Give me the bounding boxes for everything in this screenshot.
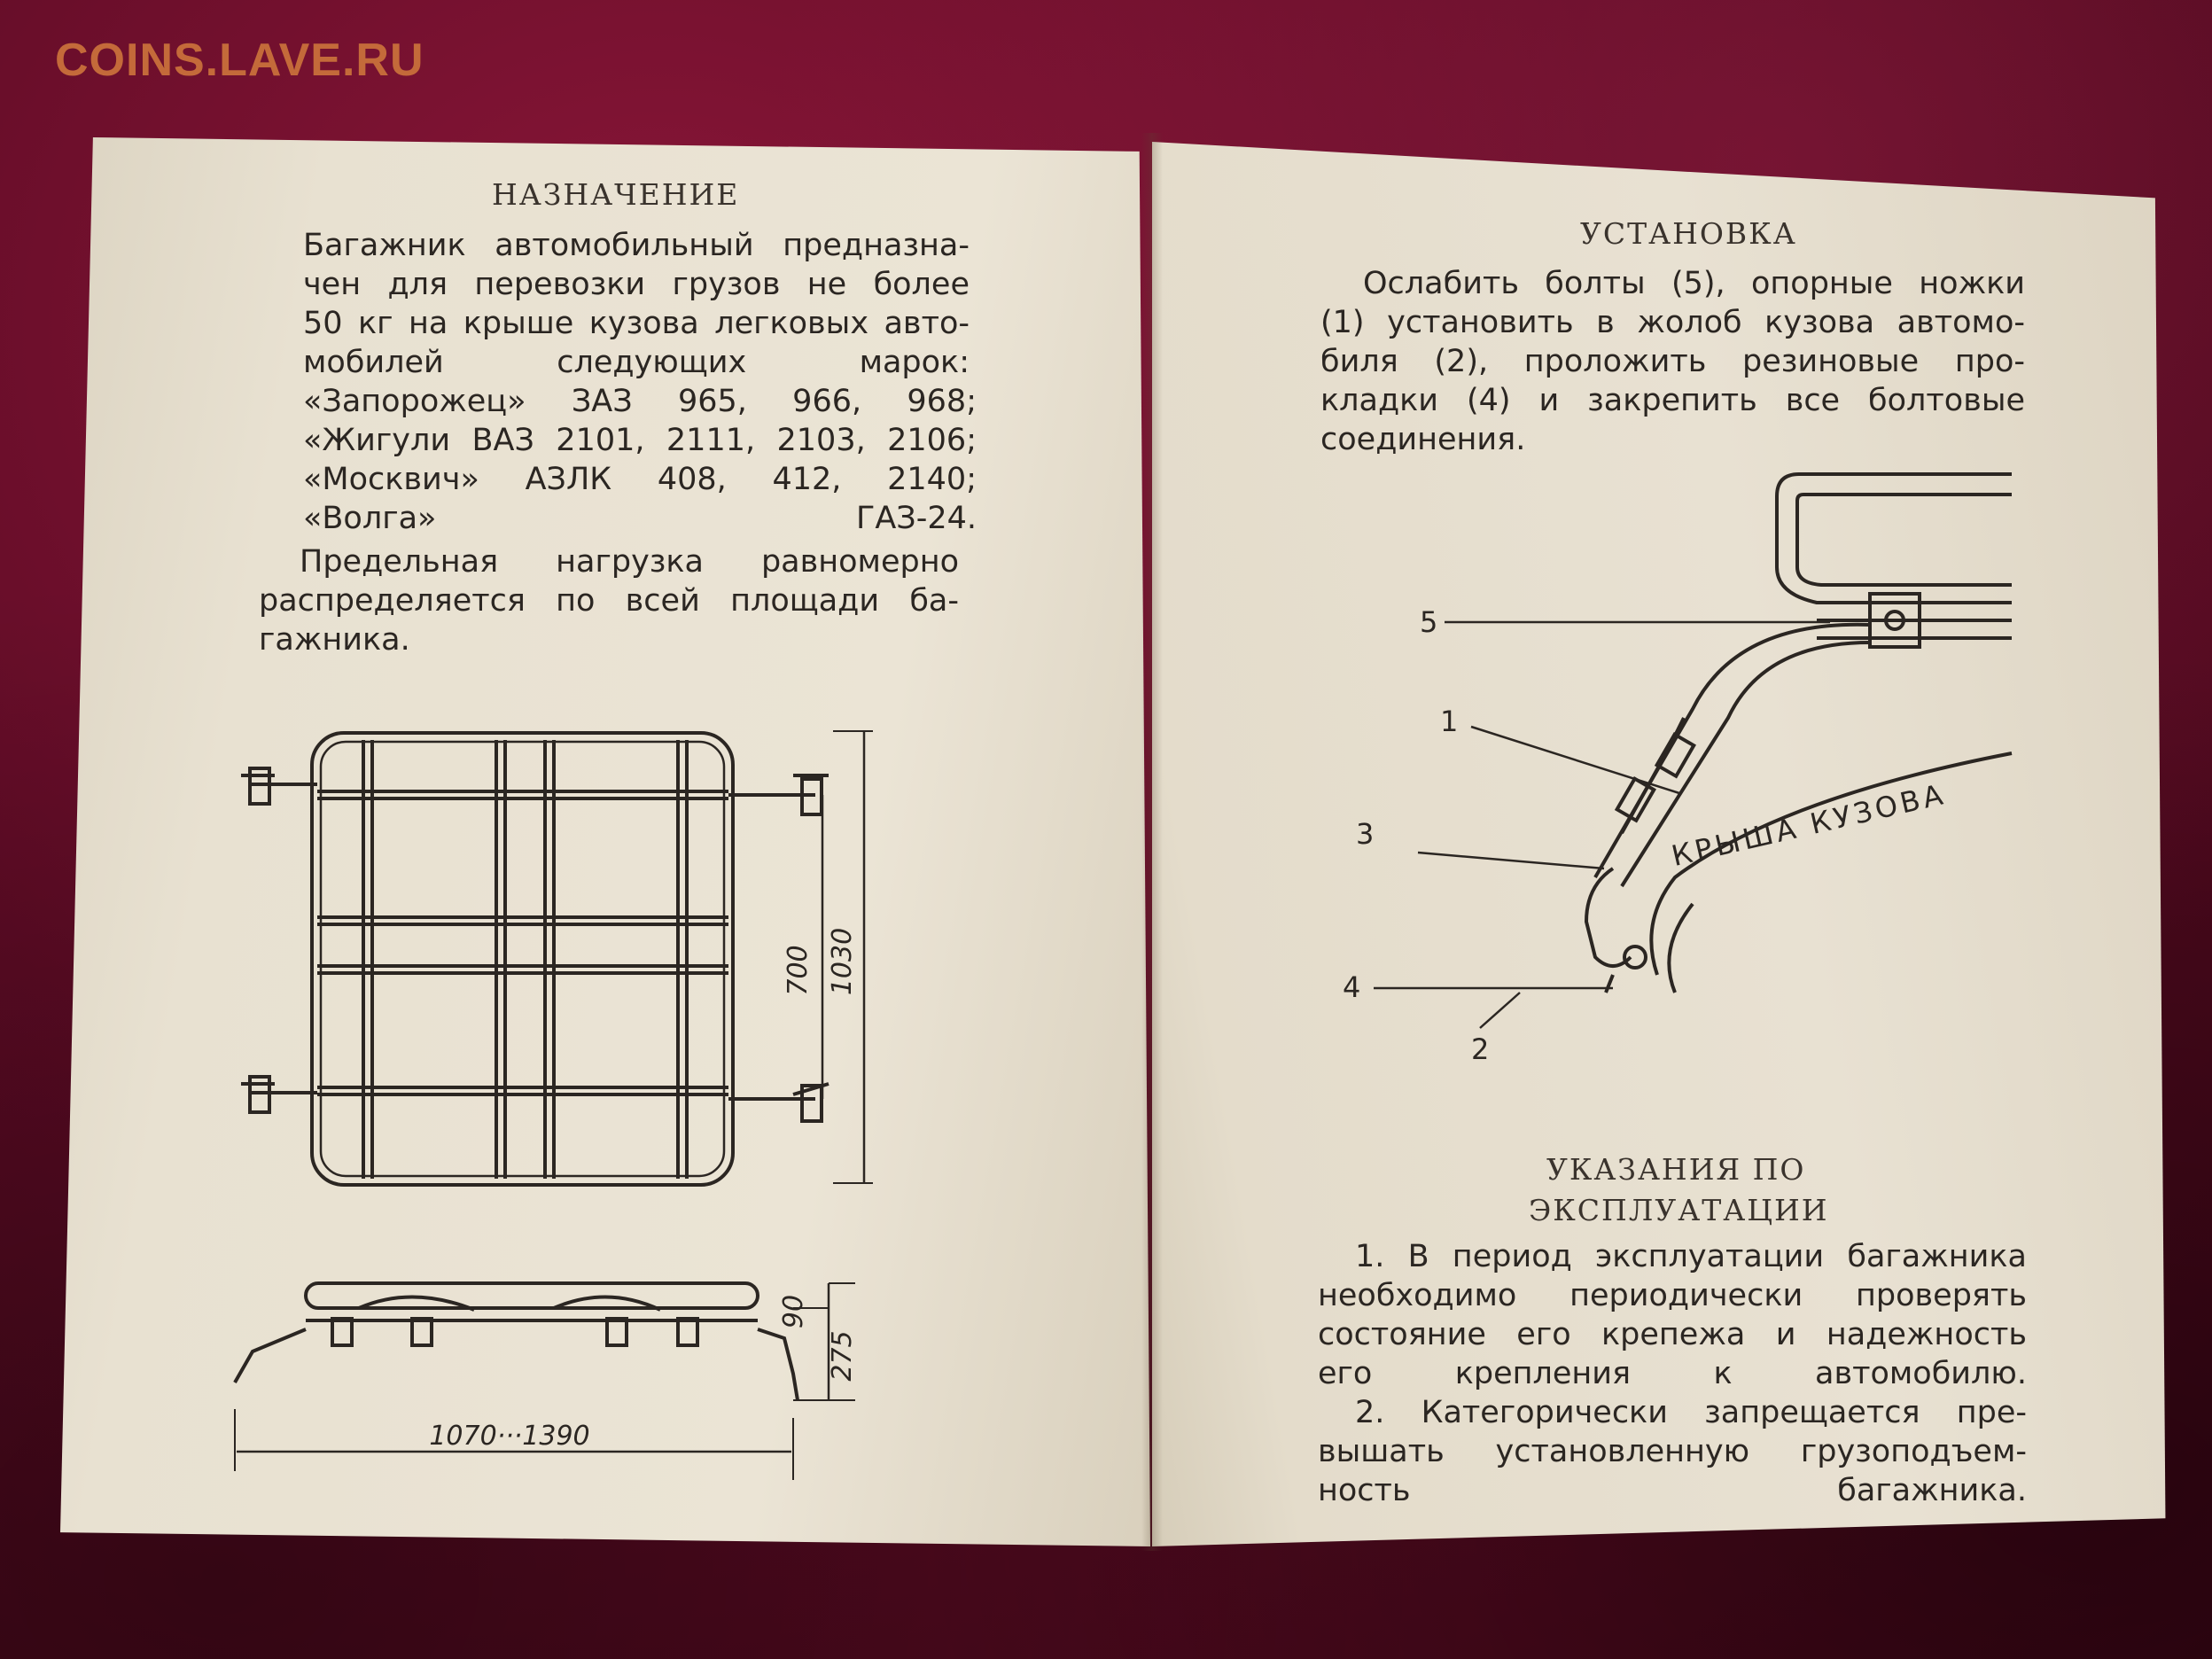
models-list: «Запорожец» ЗАЗ 965, 966, 968; «Жигули В… [303, 382, 977, 538]
heading-usage-1: УКАЗАНИЯ ПО [1546, 1152, 1806, 1187]
dim-275: 275 [827, 1330, 858, 1381]
callout-2: 2 [1471, 1032, 1489, 1066]
model-item: «Запорожец» ЗАЗ 965, 966, 968; [303, 384, 977, 419]
usage-line: его крепления к автомобилю. [1318, 1356, 2027, 1391]
purpose-line: мобилей следующих марок: [303, 345, 970, 380]
heading-installation: УСТАНОВКА [1580, 216, 1797, 251]
usage-line: необходимо периодически проверять [1318, 1278, 2027, 1313]
heading-purpose: НАЗНАЧЕНИЕ [492, 177, 740, 212]
install-line: кладки (4) и закрепить все болтовые [1320, 383, 2025, 418]
usage-line: 2. Категорически запрещается пре- [1355, 1395, 2027, 1430]
usage-line: 1. В период эксплуатации багажника [1355, 1239, 2027, 1274]
purpose-line: Багажник автомобильный предназна- [303, 228, 970, 263]
callout-1: 1 [1440, 705, 1458, 738]
rack-top-view-drawing: 700 1030 [241, 730, 873, 1187]
model-item: «Москвич» АЗЛК 408, 412, 2140; [303, 462, 977, 497]
load-line: распределяется по всей площади ба- [259, 583, 959, 619]
callout-4: 4 [1343, 970, 1360, 1004]
heading-usage-2: ЭКСПЛУАТАЦИИ [1529, 1193, 1829, 1227]
left-page [60, 137, 1150, 1546]
load-line: Предельная нагрузка равномерно [300, 544, 959, 580]
usage-paragraph: 1. В период эксплуатации багажника необх… [1318, 1237, 2027, 1510]
purpose-line: 50 кг на крыше кузова легковых авто- [303, 306, 970, 341]
usage-line: состояние его крепежа и надежность [1318, 1317, 2027, 1352]
installation-paragraph: Ослабить болты (5), опорные ножки (1) ус… [1320, 264, 2025, 459]
load-line: гажника. [259, 622, 410, 658]
model-item: «Волга» ГАЗ-24. [303, 501, 977, 536]
load-paragraph: Предельная нагрузка равномерно распредел… [259, 542, 959, 659]
purpose-paragraph: Багажник автомобильный предназна- чен дл… [303, 226, 970, 382]
dim-1070-1390: 1070···1390 [429, 1421, 589, 1452]
callout-3: 3 [1356, 817, 1374, 851]
watermark: COINS.LAVE.RU [55, 35, 424, 86]
dim-1030: 1030 [827, 928, 858, 995]
install-line: (1) установить в жолоб кузова автомо- [1320, 305, 2025, 340]
install-line: биля (2), проложить резиновые про- [1320, 344, 2025, 379]
usage-line: вышать установленную грузоподъем- [1318, 1434, 2027, 1469]
usage-line: ность багажника. [1318, 1473, 2027, 1508]
mounting-detail-diagram: 5 1 3 4 2 КРЫША КУЗОВА [1343, 472, 2013, 1066]
roof-label: КРЫША КУЗОВА [1669, 777, 1950, 873]
rack-side-view-drawing: 1070···1390 90 275 [233, 1281, 858, 1480]
dim-700: 700 [783, 945, 814, 995]
install-line: соединения. [1320, 422, 1526, 457]
page-fold [1141, 133, 1163, 1551]
purpose-line: чен для перевозки грузов не более [303, 267, 970, 302]
dim-90: 90 [778, 1295, 809, 1328]
callout-5: 5 [1420, 605, 1437, 639]
right-page [1152, 142, 2166, 1546]
model-item: «Жигули ВАЗ 2101, 2111, 2103, 2106; [303, 423, 977, 458]
install-line: Ослабить болты (5), опорные ножки [1363, 266, 2025, 301]
